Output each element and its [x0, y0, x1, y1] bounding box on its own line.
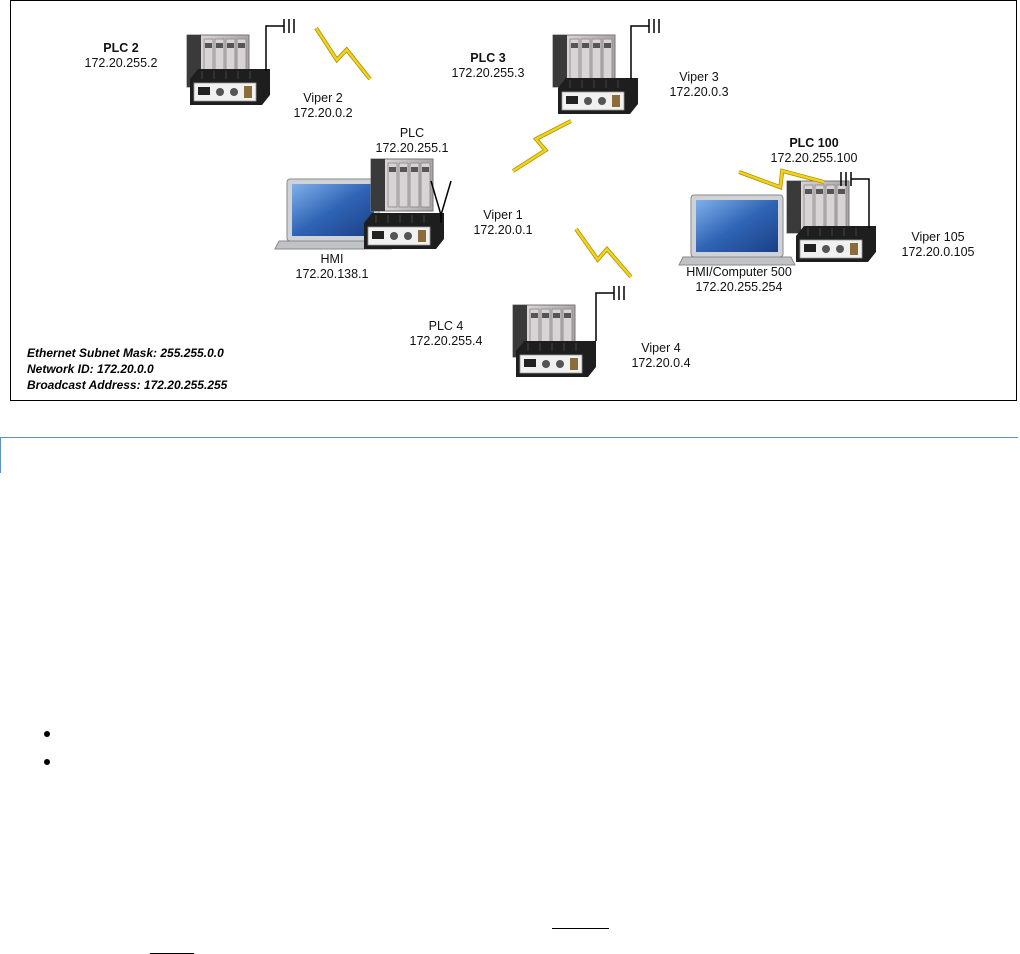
- node-name: PLC 2: [103, 41, 139, 55]
- network-id-text: Network ID: 172.20.0.0: [27, 362, 154, 376]
- node-ip: 172.20.0.3: [669, 85, 729, 99]
- viper-1-antenna: [430, 180, 452, 223]
- node-label-plc1: PLC 172.20.255.1: [376, 126, 449, 156]
- node-label-plc2: PLC 2 172.20.255.2: [85, 41, 158, 71]
- node-label-plc4: PLC 4 172.20.255.4: [410, 319, 483, 349]
- node-ip: 172.20.0.4: [631, 356, 691, 370]
- node-ip: 172.20.255.4: [409, 334, 483, 348]
- node-name: Viper 2: [303, 91, 343, 105]
- viper-2-radio: [190, 69, 270, 105]
- node-name: HMI: [320, 252, 344, 266]
- viper-3-antenna: [630, 19, 660, 79]
- viper-4-antenna: [595, 286, 625, 341]
- lightning-viper2: [314, 26, 372, 81]
- node-label-plc100: PLC 100 172.20.255.100: [771, 136, 858, 166]
- plc-1-device: [370, 158, 434, 212]
- node-ip: 172.20.0.105: [901, 245, 975, 259]
- node-name: PLC: [399, 126, 425, 140]
- node-label-viper1: Viper 1 172.20.0.1: [473, 208, 532, 238]
- viper-3-radio: [558, 78, 638, 114]
- node-label-viper4: Viper 4 172.20.0.4: [631, 341, 690, 371]
- node-label-plc3: PLC 3 172.20.255.3: [452, 51, 525, 81]
- node-ip: 172.20.255.2: [84, 56, 158, 70]
- hmi-laptop: [274, 178, 392, 250]
- node-label-hmi500: HMI/Computer 500 172.20.255.254: [686, 265, 792, 295]
- bullet-point-1: [44, 731, 50, 737]
- node-ip: 172.20.0.2: [293, 106, 353, 120]
- node-name: Viper 3: [679, 70, 719, 84]
- node-name: PLC 4: [428, 319, 464, 333]
- node-label-viper2: Viper 2 172.20.0.2: [293, 91, 352, 121]
- viper-1-radio: [364, 213, 444, 249]
- bullet-point-2: [44, 759, 50, 765]
- node-ip: 172.20.255.254: [695, 280, 783, 294]
- subnet-mask-text: Ethernet Subnet Mask: 255.255.0.0: [27, 346, 224, 360]
- node-label-hmi: HMI 172.20.138.1: [296, 252, 369, 282]
- lightning-viper105: [738, 168, 825, 190]
- viper-2-antenna: [265, 19, 295, 71]
- node-ip: 172.20.255.100: [770, 151, 858, 165]
- section-header-rule: [0, 437, 1018, 473]
- node-ip: 172.20.255.3: [451, 66, 525, 80]
- broadcast-address-text: Broadcast Address: 172.20.255.255: [27, 378, 228, 392]
- node-name: Viper 1: [483, 208, 523, 222]
- network-diagram: PLC 2 172.20.255.2 Viper 2 172.20.0.2 PL…: [10, 0, 1017, 401]
- diagram-canvas: [186, 19, 876, 377]
- viper-4-radio: [516, 341, 596, 377]
- plc-100-device: [786, 180, 850, 234]
- node-ip: 172.20.138.1: [295, 267, 369, 281]
- underline-link-1: [552, 928, 609, 929]
- node-name: HMI/Computer 500: [686, 265, 792, 279]
- plc-2-device: [186, 34, 250, 88]
- node-name: PLC 3: [470, 51, 506, 65]
- node-label-viper3: Viper 3 172.20.0.3: [669, 70, 728, 100]
- viper-105-antenna: [840, 172, 870, 228]
- node-name: Viper 105: [911, 230, 965, 244]
- viper-105-radio: [796, 226, 876, 262]
- hmi-computer-500-laptop: [678, 194, 796, 266]
- node-ip: 172.20.0.1: [473, 223, 533, 237]
- lightning-viper3: [511, 119, 572, 173]
- node-name: PLC 100: [789, 136, 839, 150]
- network-info: Ethernet Subnet Mask: 255.255.0.0 Networ…: [27, 345, 227, 393]
- node-label-viper105: Viper 105 172.20.0.105: [902, 230, 975, 260]
- node-name: Viper 4: [641, 341, 681, 355]
- node-ip: 172.20.255.1: [375, 141, 449, 155]
- lightning-viper4: [574, 227, 633, 279]
